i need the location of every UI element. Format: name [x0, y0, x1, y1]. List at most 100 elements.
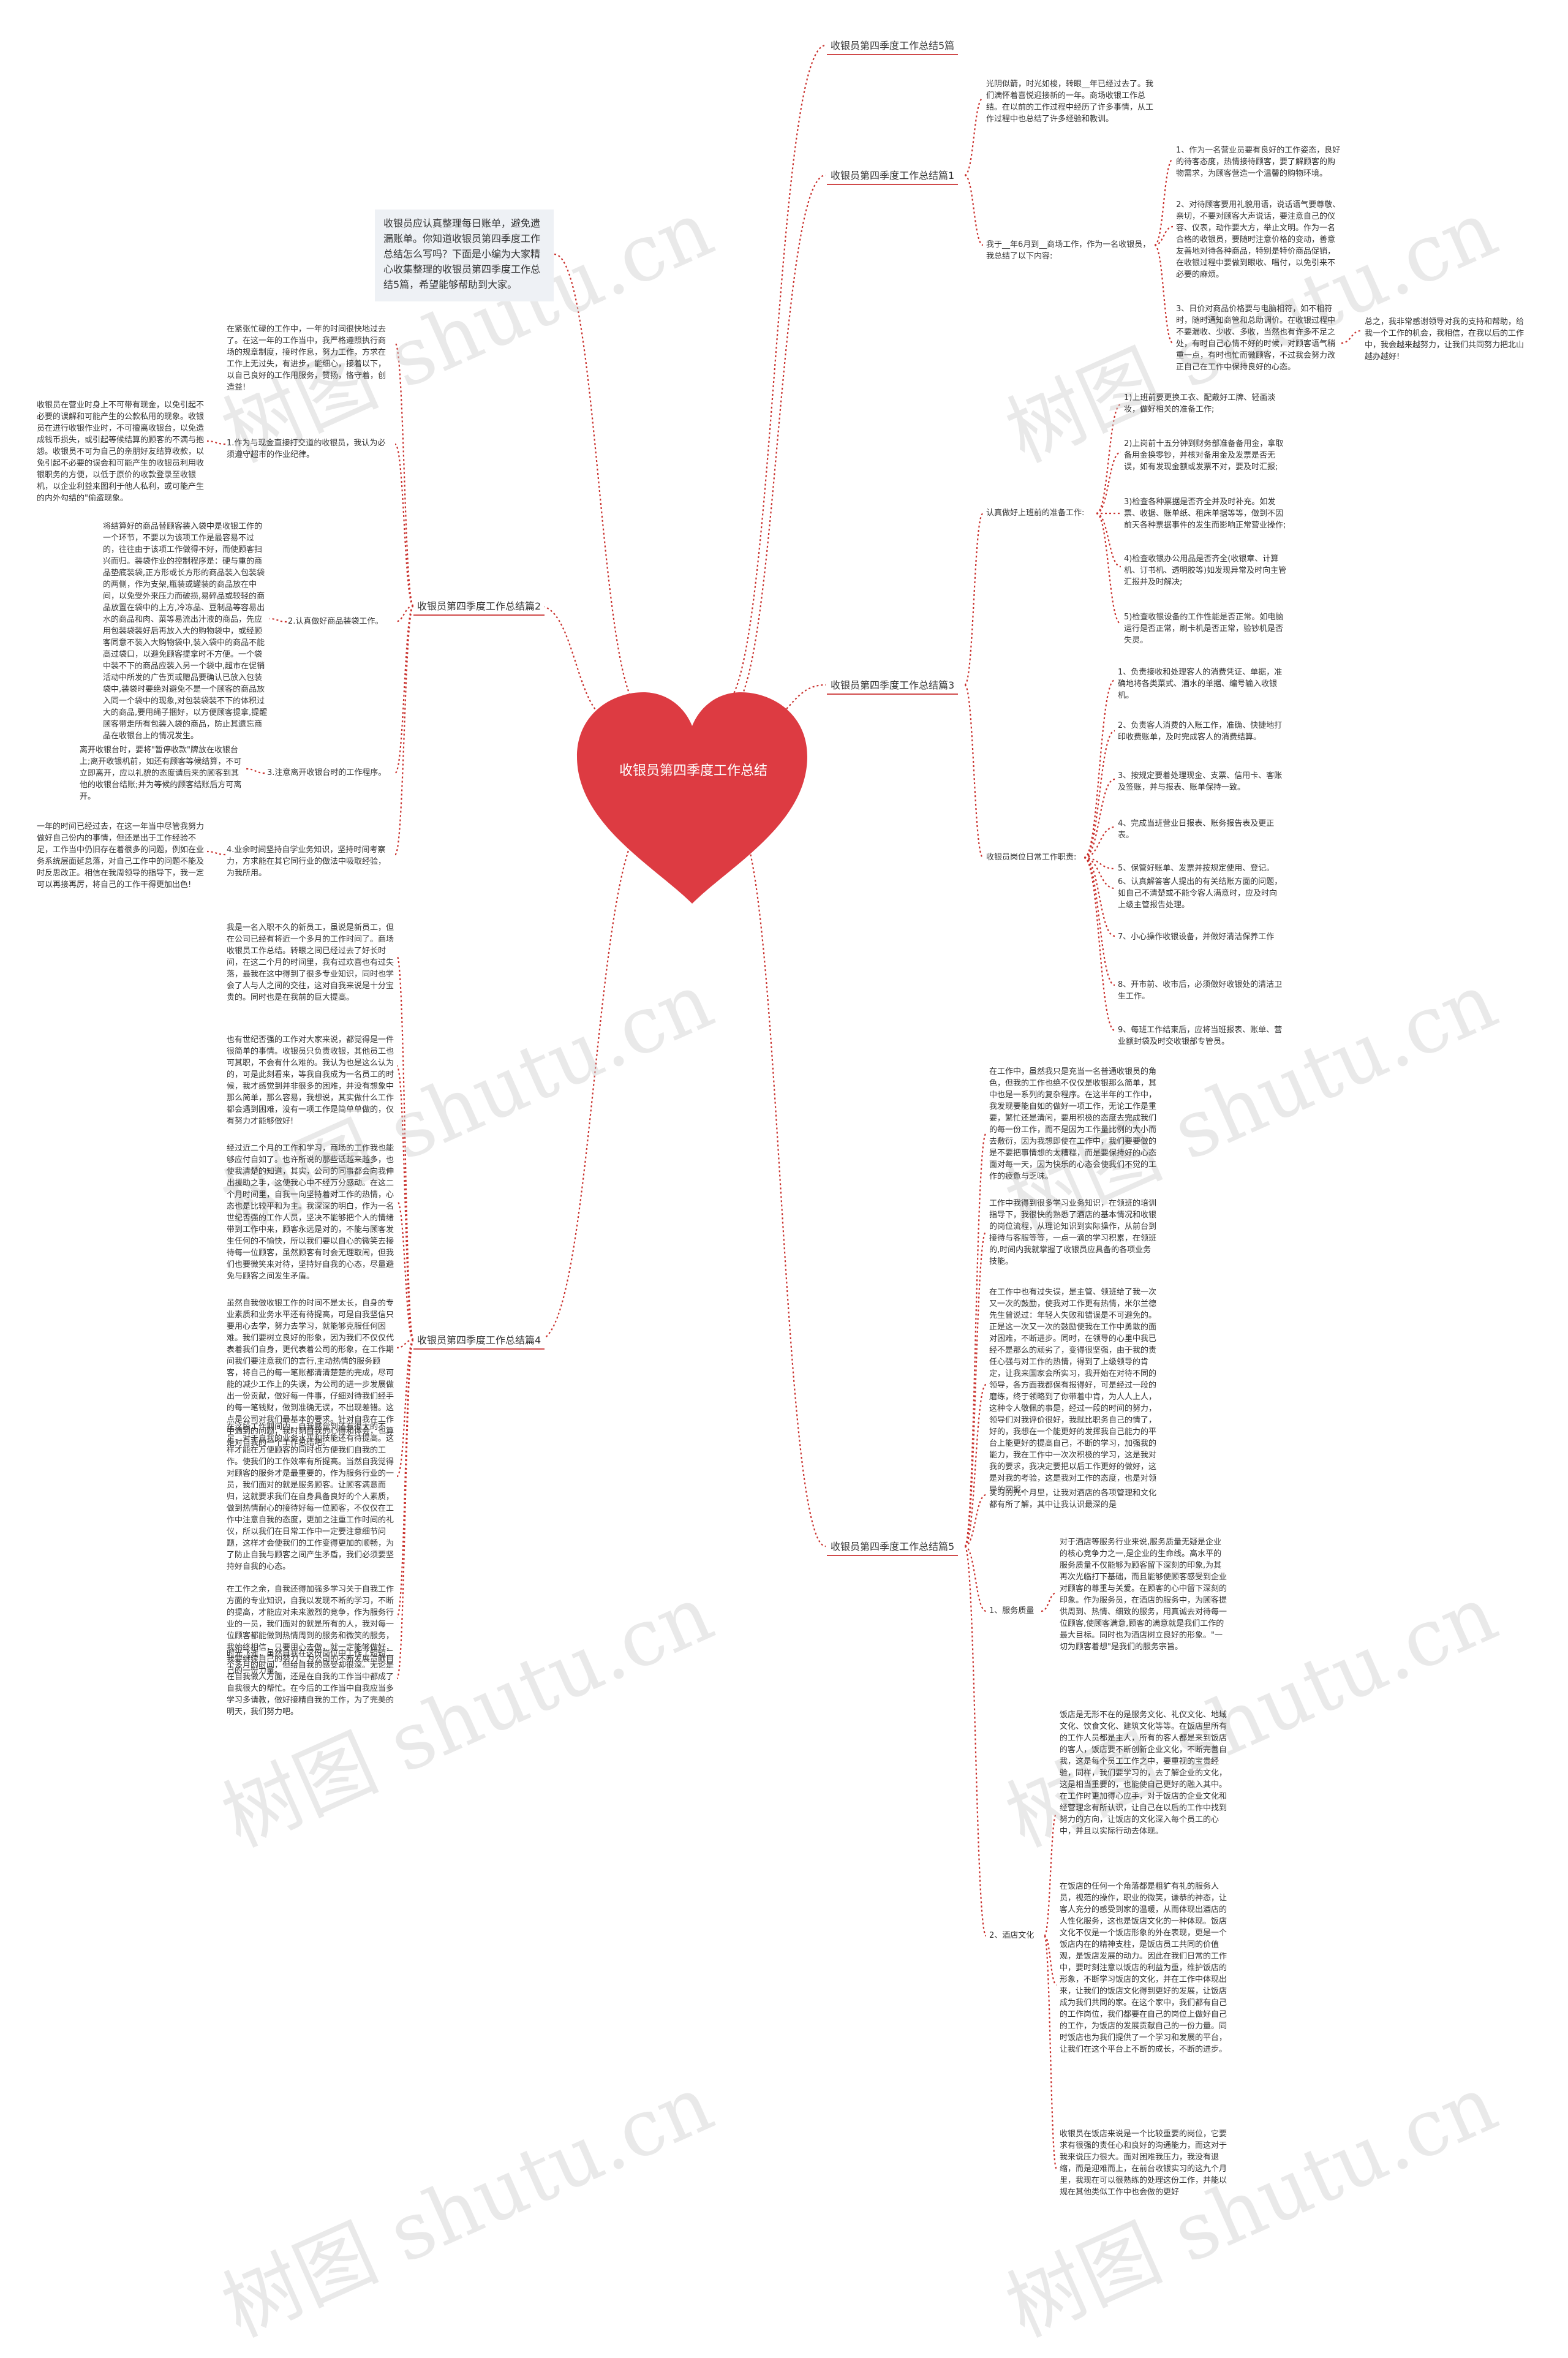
- a3-group-1-item: 1)上班前要更换工衣、配戴好工牌、轻画淡妆，做好相关的准备工作;: [1124, 393, 1276, 414]
- link-a3-g2-item: [1084, 856, 1115, 937]
- a3-group-1-item: 3)检查各种票据是否齐全并及时补充。如发票、收据、账单纸、租床单据等等，做到不因…: [1124, 497, 1286, 530]
- a3-group-1[interactable]: 认真做好上班前的准备工作:: [986, 508, 1085, 518]
- link-a4-paragraph: [396, 954, 415, 1341]
- link-a2-s4t: [206, 850, 226, 856]
- a2-sub-1-text: 收银员在营业时身上不可带有现金，以免引起不必要的误解和可能产生的公款私用的现象。…: [37, 401, 205, 503]
- link-a3-g1: [963, 512, 984, 686]
- a3-group-2-item: 3、按规定要着处理现金、支票、信用卡、客账及签账，并与报表、账单保持一致。: [1118, 771, 1283, 792]
- link-a2-s1: [394, 443, 415, 607]
- link-a2-s1t: [206, 440, 226, 445]
- a5-text-3: 在工作中也有过失误，是主管、领班给了我一次又一次的鼓励，使我对工作更有热情，米尔…: [989, 1288, 1157, 1495]
- link-root-b5a: [722, 44, 826, 706]
- link-a5-item: [963, 1230, 987, 1547]
- branch-article-5[interactable]: 收银员第四季度工作总结篇5: [827, 1539, 959, 1556]
- link-a1-intro: [964, 97, 984, 176]
- a5-sub-2-text-2: 在饭店的任何一个角落都是粗犷有礼的服务人员，视范的操作，职业的微笑，谦恭的神态，…: [1060, 1882, 1227, 2054]
- a4-paragraph: 我是一名入职不久的新员工，虽说是新员工，但在公司已经有将近一个多月的工作时间了。…: [227, 923, 394, 1002]
- a4-paragraph: 也有世纪否强的工作对大家来说，都觉得是一件很简单的事情。收银员只负责收银，其他员…: [227, 1035, 394, 1126]
- link-a3-g1-item: [1096, 512, 1121, 625]
- link-a1-p2: [1154, 225, 1174, 246]
- a3-group-2-item: 6、认真解答客人提出的有关结账方面的问题，如自己不清楚或不能令客人满意时，应及时…: [1118, 877, 1283, 910]
- a3-group-2-item: 4、完成当班营业日报表、账务报告表及更正表。: [1118, 819, 1275, 840]
- a2-sub-2-text: 将结算好的商品替顾客装入袋中是收银工作的一个环节，不要以为该项工作是最容易不过的…: [103, 522, 268, 741]
- a5-sub-1-text: 对于酒店等服务行业来说,服务质量无疑是企业的核心竞争力之一,是企业的生命线。高水…: [1060, 1538, 1227, 1652]
- a1-conclusion: 总之，我非常感谢领导对我的支持和帮助，给我一个工作的机会，我相信，在我以后的工作…: [1365, 317, 1525, 361]
- link-a5-item: [964, 1545, 987, 1612]
- link-a1-p3: [1153, 244, 1174, 344]
- a3-group-1-item: 2)上岗前十五分钟到财务部准备备用金，拿取备用金换零钞，并核对备用金及发票是否无…: [1124, 439, 1284, 472]
- link-a4-paragraph: [396, 1339, 414, 1349]
- root-topic[interactable]: 收银员第四季度工作总结: [619, 763, 767, 779]
- a1-point-1: 1、作为一名营业员要有良好的工作姿态，良好的待客态度，热情接待顾客，要了解顾客的…: [1176, 146, 1341, 178]
- a4-paragraph: 在工作之余，自我还得加强多学习关于自我工作方面的专业知识，自我以发现不断的学习，…: [227, 1585, 394, 1676]
- link-a4-paragraph: [396, 1339, 415, 1478]
- a5-sub-2-text-1: 饭店是无形不在的是服务文化、礼仪文化、地域文化、饮食文化、建筑文化等等。在饭店里…: [1060, 1710, 1227, 1836]
- link-a3-g1-item: [1096, 512, 1121, 568]
- a5-text-1: 在工作中，虽然我只是充当一名普通收银员的角色，但我的工作也绝不仅仅是收银那么简单…: [989, 1067, 1157, 1181]
- link-a5-s2t3: [1043, 1935, 1058, 2170]
- link-a4-paragraph: [396, 1200, 415, 1341]
- a3-group-2-item: 2、负责客人消费的入账工作，准确、快捷地打印收费账单，及时完成客人的消费结算。: [1118, 721, 1283, 742]
- link-a2-s2t: [269, 618, 287, 623]
- link-a5-s2t2: [1043, 1935, 1058, 1986]
- link-a5-item: [963, 1545, 987, 1937]
- a2-sub-4-text: 一年的时间已经过去，在这一年当中尽管我努力做好自己份内的事情，但还是出于工作经验…: [37, 822, 205, 890]
- a5-text-2: 工作中我得到很多学习业务知识，在领班的培训指导下，我很快的熟悉了酒店的基本情况和…: [989, 1199, 1157, 1266]
- root-heart-icon: [577, 692, 807, 904]
- link-a3-g2-item: [1084, 679, 1115, 859]
- a3-group-1-item: 5)检查收银设备的工作性能是否正常。如电脑运行是否正常，刷卡机是否正常，验钞机是…: [1124, 613, 1284, 645]
- link-a1-p1: [1154, 158, 1174, 246]
- a1-intro-text: 光阴似箭，时光如梭，转眼__年已经过去了。我们满怀着喜悦迎接新的一年。商场收银工…: [986, 80, 1154, 124]
- link-a1-summary: [964, 174, 984, 246]
- branch-article-2[interactable]: 收银员第四季度工作总结篇2: [413, 599, 545, 616]
- a4-paragraph: 在这段工作期间内，自我感觉到还有很大的不足，对于自我的业务水平和技能还有待提高。…: [227, 1423, 394, 1571]
- intro-summary: 收银员应认真整理每日账单，避免遗漏账单。你知道收银员第四季度工作总结怎么写吗？下…: [375, 210, 554, 301]
- link-root-b4: [538, 820, 650, 1341]
- link-a2-s3t: [246, 768, 265, 774]
- a2-sub-1[interactable]: 1.作为与现金直接打交道的收银员，我认为必须遵守超市的作业纪律。: [227, 439, 386, 459]
- branch-5-articles[interactable]: 收银员第四季度工作总结5篇: [827, 38, 959, 55]
- a3-group-1-item: 4)检查收银办公用品是否齐全(收银章、计算机、订书机、透明胶等)如发现异常及时向…: [1124, 554, 1287, 587]
- link-a4-paragraph: [396, 1065, 415, 1341]
- link-a3-g1-item: [1096, 403, 1121, 515]
- link-a3-g2-item: [1084, 730, 1115, 859]
- a3-group-2-item: 9、每班工作结束后，应将当班报表、账单、营业额封袋及时交收银部专管员。: [1118, 1026, 1283, 1046]
- link-root-intro: [554, 253, 644, 712]
- link-a3-g2-item: [1084, 778, 1115, 859]
- branch-article-1[interactable]: 收银员第四季度工作总结篇1: [827, 168, 959, 185]
- connector-lines: [206, 44, 1362, 2170]
- link-a4-paragraph: [396, 1339, 415, 1680]
- link-a3-g2-item: [1084, 856, 1115, 986]
- a2-sub-3[interactable]: 3.注意离开收银台时的工作程序。: [267, 768, 386, 777]
- link-root-b1: [728, 174, 826, 712]
- link-a5-item: [963, 1383, 987, 1547]
- a3-group-2[interactable]: 收银员岗位日常工作职责:: [986, 853, 1077, 862]
- link-a3-g2-item: [1084, 856, 1115, 890]
- branch-article-4[interactable]: 收银员第四季度工作总结篇4: [413, 1332, 545, 1350]
- link-a3-g1-item: [1096, 451, 1121, 515]
- a3-group-2-item: 1、负责接收和处理客人的消费凭证、单据，准确地将各类菜式、酒水的单据、编号输入收…: [1118, 668, 1283, 700]
- a5-sub-1[interactable]: 1、服务质量: [989, 1606, 1035, 1615]
- link-a5-s2t1: [1043, 1812, 1058, 1937]
- a4-paragraph: 虽然自我做收银工作的时间不是太长，自身的专业素质和业务水平还有待提高，可是自我坚…: [227, 1299, 394, 1448]
- a2-sub-4[interactable]: 4.业余时间坚持自学业务知识，坚持时间考察力，方求能在其它同行业的做法中吸取经验…: [227, 845, 386, 878]
- a1-summary-text: 我于__年6月到__商场工作，作为一名收银员，我总结了以下内容:: [986, 240, 1151, 261]
- a1-point-2: 2、对待顾客要用礼貌用语，说话语气要尊敬、亲切，不要对顾客大声说话，要注意自己的…: [1176, 200, 1341, 279]
- link-a5-item: [963, 1132, 987, 1547]
- a4-paragraph: 经过近二个月的工作和学习，商场的工作我也能够应付自如了。也许所说的那些话越来越多…: [227, 1144, 394, 1281]
- branch-article-3[interactable]: 收银员第四季度工作总结篇3: [827, 678, 959, 695]
- a4-paragraph: 时光飞逝，虽然自我在这份岗位中工作了短短二个多月的时间，但给自我的感受却很深。无…: [227, 1649, 394, 1717]
- link-a2-intro: [394, 342, 415, 607]
- a2-intro-text: 在紧张忙碌的工作中，一年的时间很快地过去了。在这一年的工作当中，我严格遵照执行商…: [227, 325, 386, 392]
- link-a3-g2: [963, 684, 984, 859]
- a5-text-4: 实习的九个月里，让我对酒店的各项管理和文化都有所了解，其中让我认识最深的是: [989, 1489, 1157, 1510]
- link-a3-g2-item: [1084, 826, 1115, 859]
- a5-sub-2[interactable]: 2、酒店文化: [989, 1931, 1035, 1940]
- link-a1-concl: [1341, 330, 1362, 344]
- a3-group-2-item: 5、保管好账单、发票并按规定使用、登记。: [1118, 864, 1275, 873]
- link-root-b5: [734, 820, 826, 1547]
- link-a4-paragraph: [396, 1339, 415, 1619]
- a2-sub-2[interactable]: 2.认真做好商品装袋工作。: [288, 617, 383, 626]
- a3-group-2-item: 7、小心操作收银设备，并做好清洁保养工作: [1118, 932, 1275, 942]
- a2-sub-3-text: 离开收银台时，要将"暂停收款"牌放在收银台上;离开收银机前，如还有顾客等候结算，…: [80, 746, 242, 801]
